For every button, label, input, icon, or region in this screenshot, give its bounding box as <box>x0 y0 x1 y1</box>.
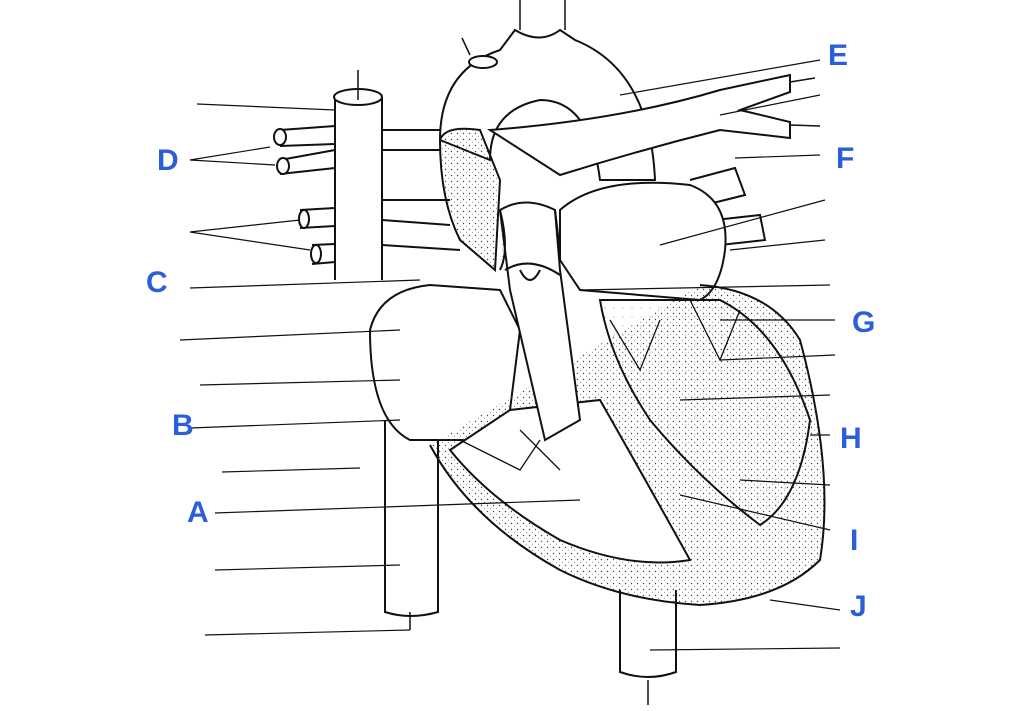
left-ventricle <box>598 299 812 527</box>
label-a: A <box>187 496 209 529</box>
pulmonary-trunk <box>498 201 582 442</box>
label-c: C <box>146 266 168 299</box>
descending-aorta <box>619 590 677 678</box>
left-atrium <box>559 181 727 302</box>
atrium-upper <box>438 127 502 273</box>
superior-vena-cava <box>334 98 383 280</box>
label-b: B <box>172 409 194 442</box>
label-e: E <box>828 39 849 72</box>
label-h: H <box>840 422 862 455</box>
label-j: J <box>850 590 867 623</box>
label-g: G <box>852 306 876 339</box>
label-i: I <box>850 524 859 557</box>
inferior-vena-cava <box>384 420 439 617</box>
label-f: F <box>836 142 855 175</box>
pulmonary-artery <box>486 73 791 177</box>
label-d: D <box>157 144 179 177</box>
